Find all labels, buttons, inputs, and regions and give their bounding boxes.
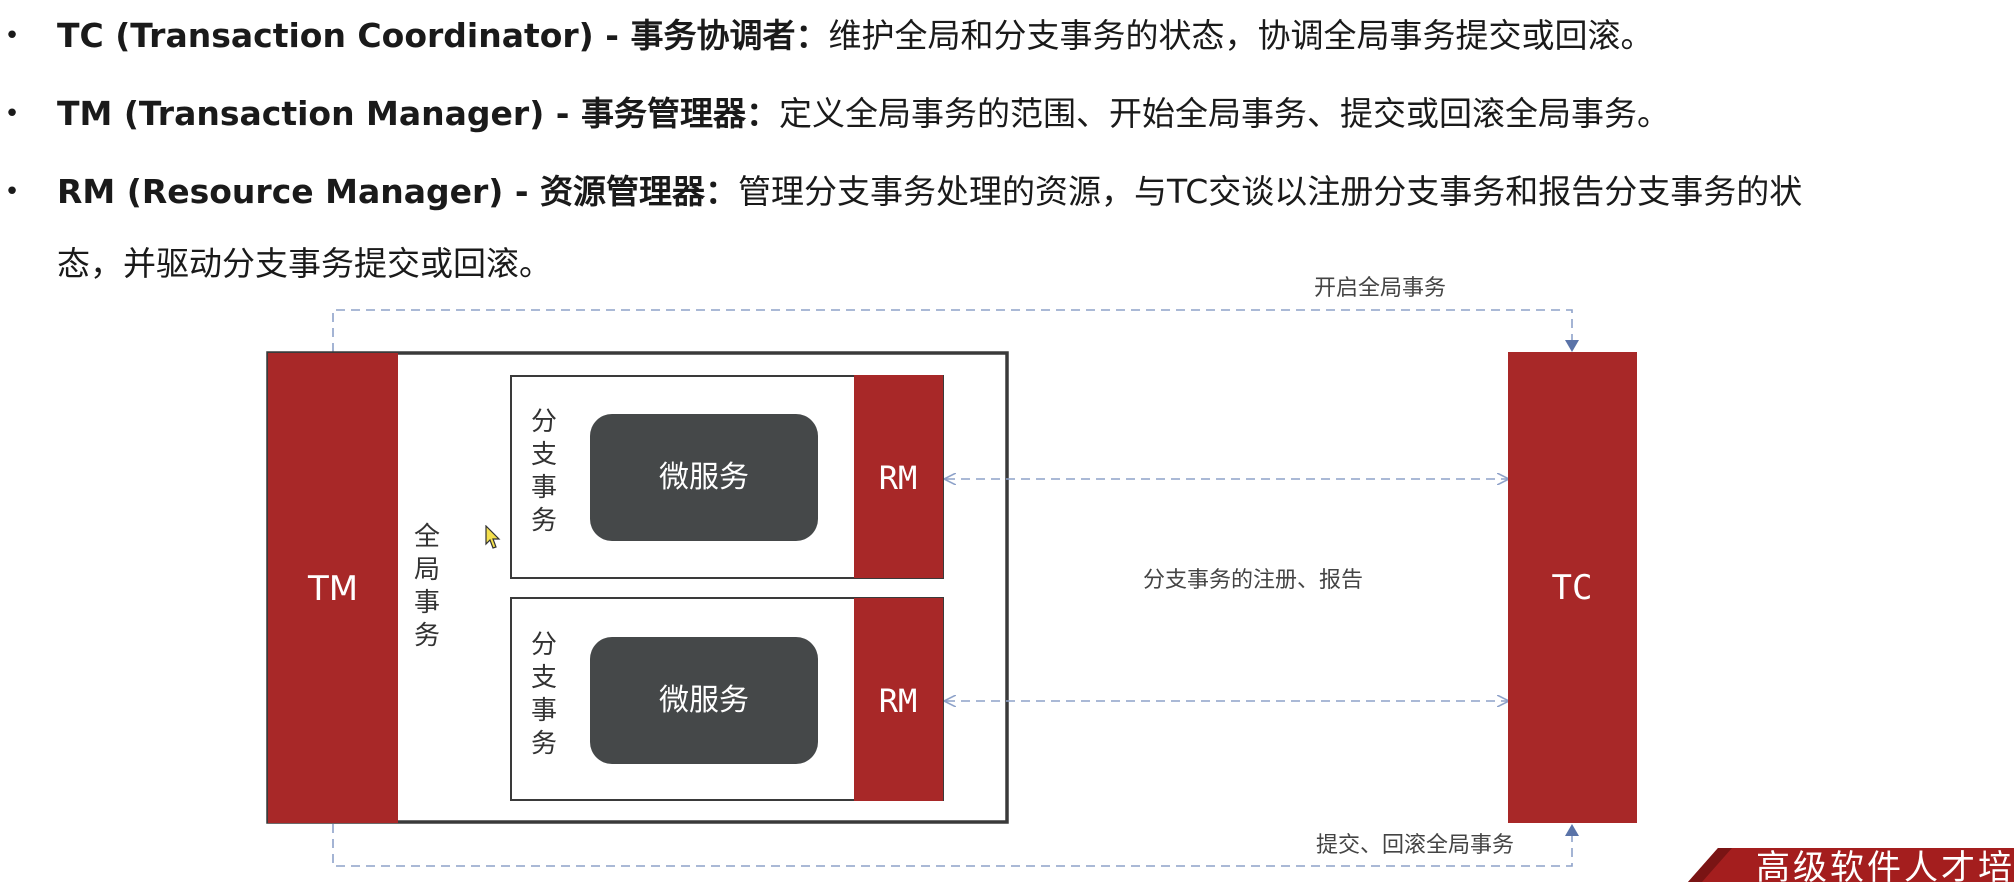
- branch-transaction-2: 分 支 事 务 微服务 RM: [510, 597, 944, 801]
- branch-char: 务: [531, 729, 557, 759]
- branch-char: 事: [531, 473, 557, 503]
- mouse-cursor-icon: [485, 525, 501, 549]
- bullet-text: RM (Resource Manager) - 资源管理器：管理分支事务处理的资…: [57, 156, 1997, 228]
- branch-char: 务: [531, 506, 557, 536]
- commit-rollback-label: 提交、回滚全局事务: [1316, 833, 1514, 858]
- microservice-box: [590, 637, 818, 764]
- rm-label: RM: [879, 459, 918, 497]
- rm-block: [854, 375, 943, 578]
- bullet-dot: •: [4, 99, 20, 129]
- watermark-badge: [1688, 848, 2014, 882]
- start-arrow-head: [1565, 340, 1579, 352]
- commit-arrow-head: [1565, 824, 1579, 836]
- microservice-label: 微服务: [659, 683, 749, 718]
- watermark-text: 高级软件人才培: [1756, 848, 2014, 888]
- rm-block: [854, 598, 943, 801]
- global-tx-char: 局: [414, 555, 440, 585]
- global-tx-char: 事: [414, 588, 440, 618]
- bullet-term: RM (Resource Manager) - 资源管理器：: [57, 172, 739, 211]
- global-tx-char: 全: [414, 522, 440, 552]
- rm-label: RM: [879, 682, 918, 720]
- microservice-label: 微服务: [659, 460, 749, 495]
- bullet-desc: 管理分支事务处理的资源，与TC交谈以注册分支事务和报告分支事务的状: [738, 172, 1803, 211]
- tm-label: TM: [307, 569, 358, 609]
- microservice-box: [590, 414, 818, 541]
- tc-block: [1508, 352, 1637, 823]
- bullet-desc: 定义全局事务的范围、开始全局事务、提交或回滚全局事务。: [778, 94, 1670, 133]
- bullet-text: TM (Transaction Manager) - 事务管理器：定义全局事务的…: [57, 78, 1997, 150]
- branch-char: 事: [531, 696, 557, 726]
- branch-char: 分: [531, 630, 557, 660]
- branch-register-report-label: 分支事务的注册、报告: [1143, 568, 1363, 593]
- bullet-continuation: 态，并驱动分支事务提交或回滚。: [57, 244, 552, 283]
- bullet-dot: •: [4, 177, 20, 207]
- tm-block: [268, 353, 398, 823]
- bullet-term: TC (Transaction Coordinator) - 事务协调者：: [57, 16, 829, 55]
- branch-char: 分: [531, 407, 557, 437]
- bullet-desc: 维护全局和分支事务的状态，协调全局事务提交或回滚。: [828, 16, 1654, 55]
- bullet-term: TM (Transaction Manager) - 事务管理器：: [57, 94, 779, 133]
- branch-char: 支: [531, 663, 557, 693]
- global-tx-char: 务: [414, 621, 440, 651]
- start-global-tx-arrow: [332, 309, 1573, 352]
- branch-transaction-1: 分 支 事 务 微服务 RM: [510, 375, 944, 579]
- start-global-tx-label: 开启全局事务: [1314, 276, 1446, 301]
- bullet-dot: •: [4, 21, 20, 51]
- bullet-text: TC (Transaction Coordinator) - 事务协调者：维护全…: [57, 0, 1997, 72]
- tc-label: TC: [1552, 568, 1593, 608]
- branch-char: 支: [531, 440, 557, 470]
- commit-rollback-arrow: [332, 824, 1573, 867]
